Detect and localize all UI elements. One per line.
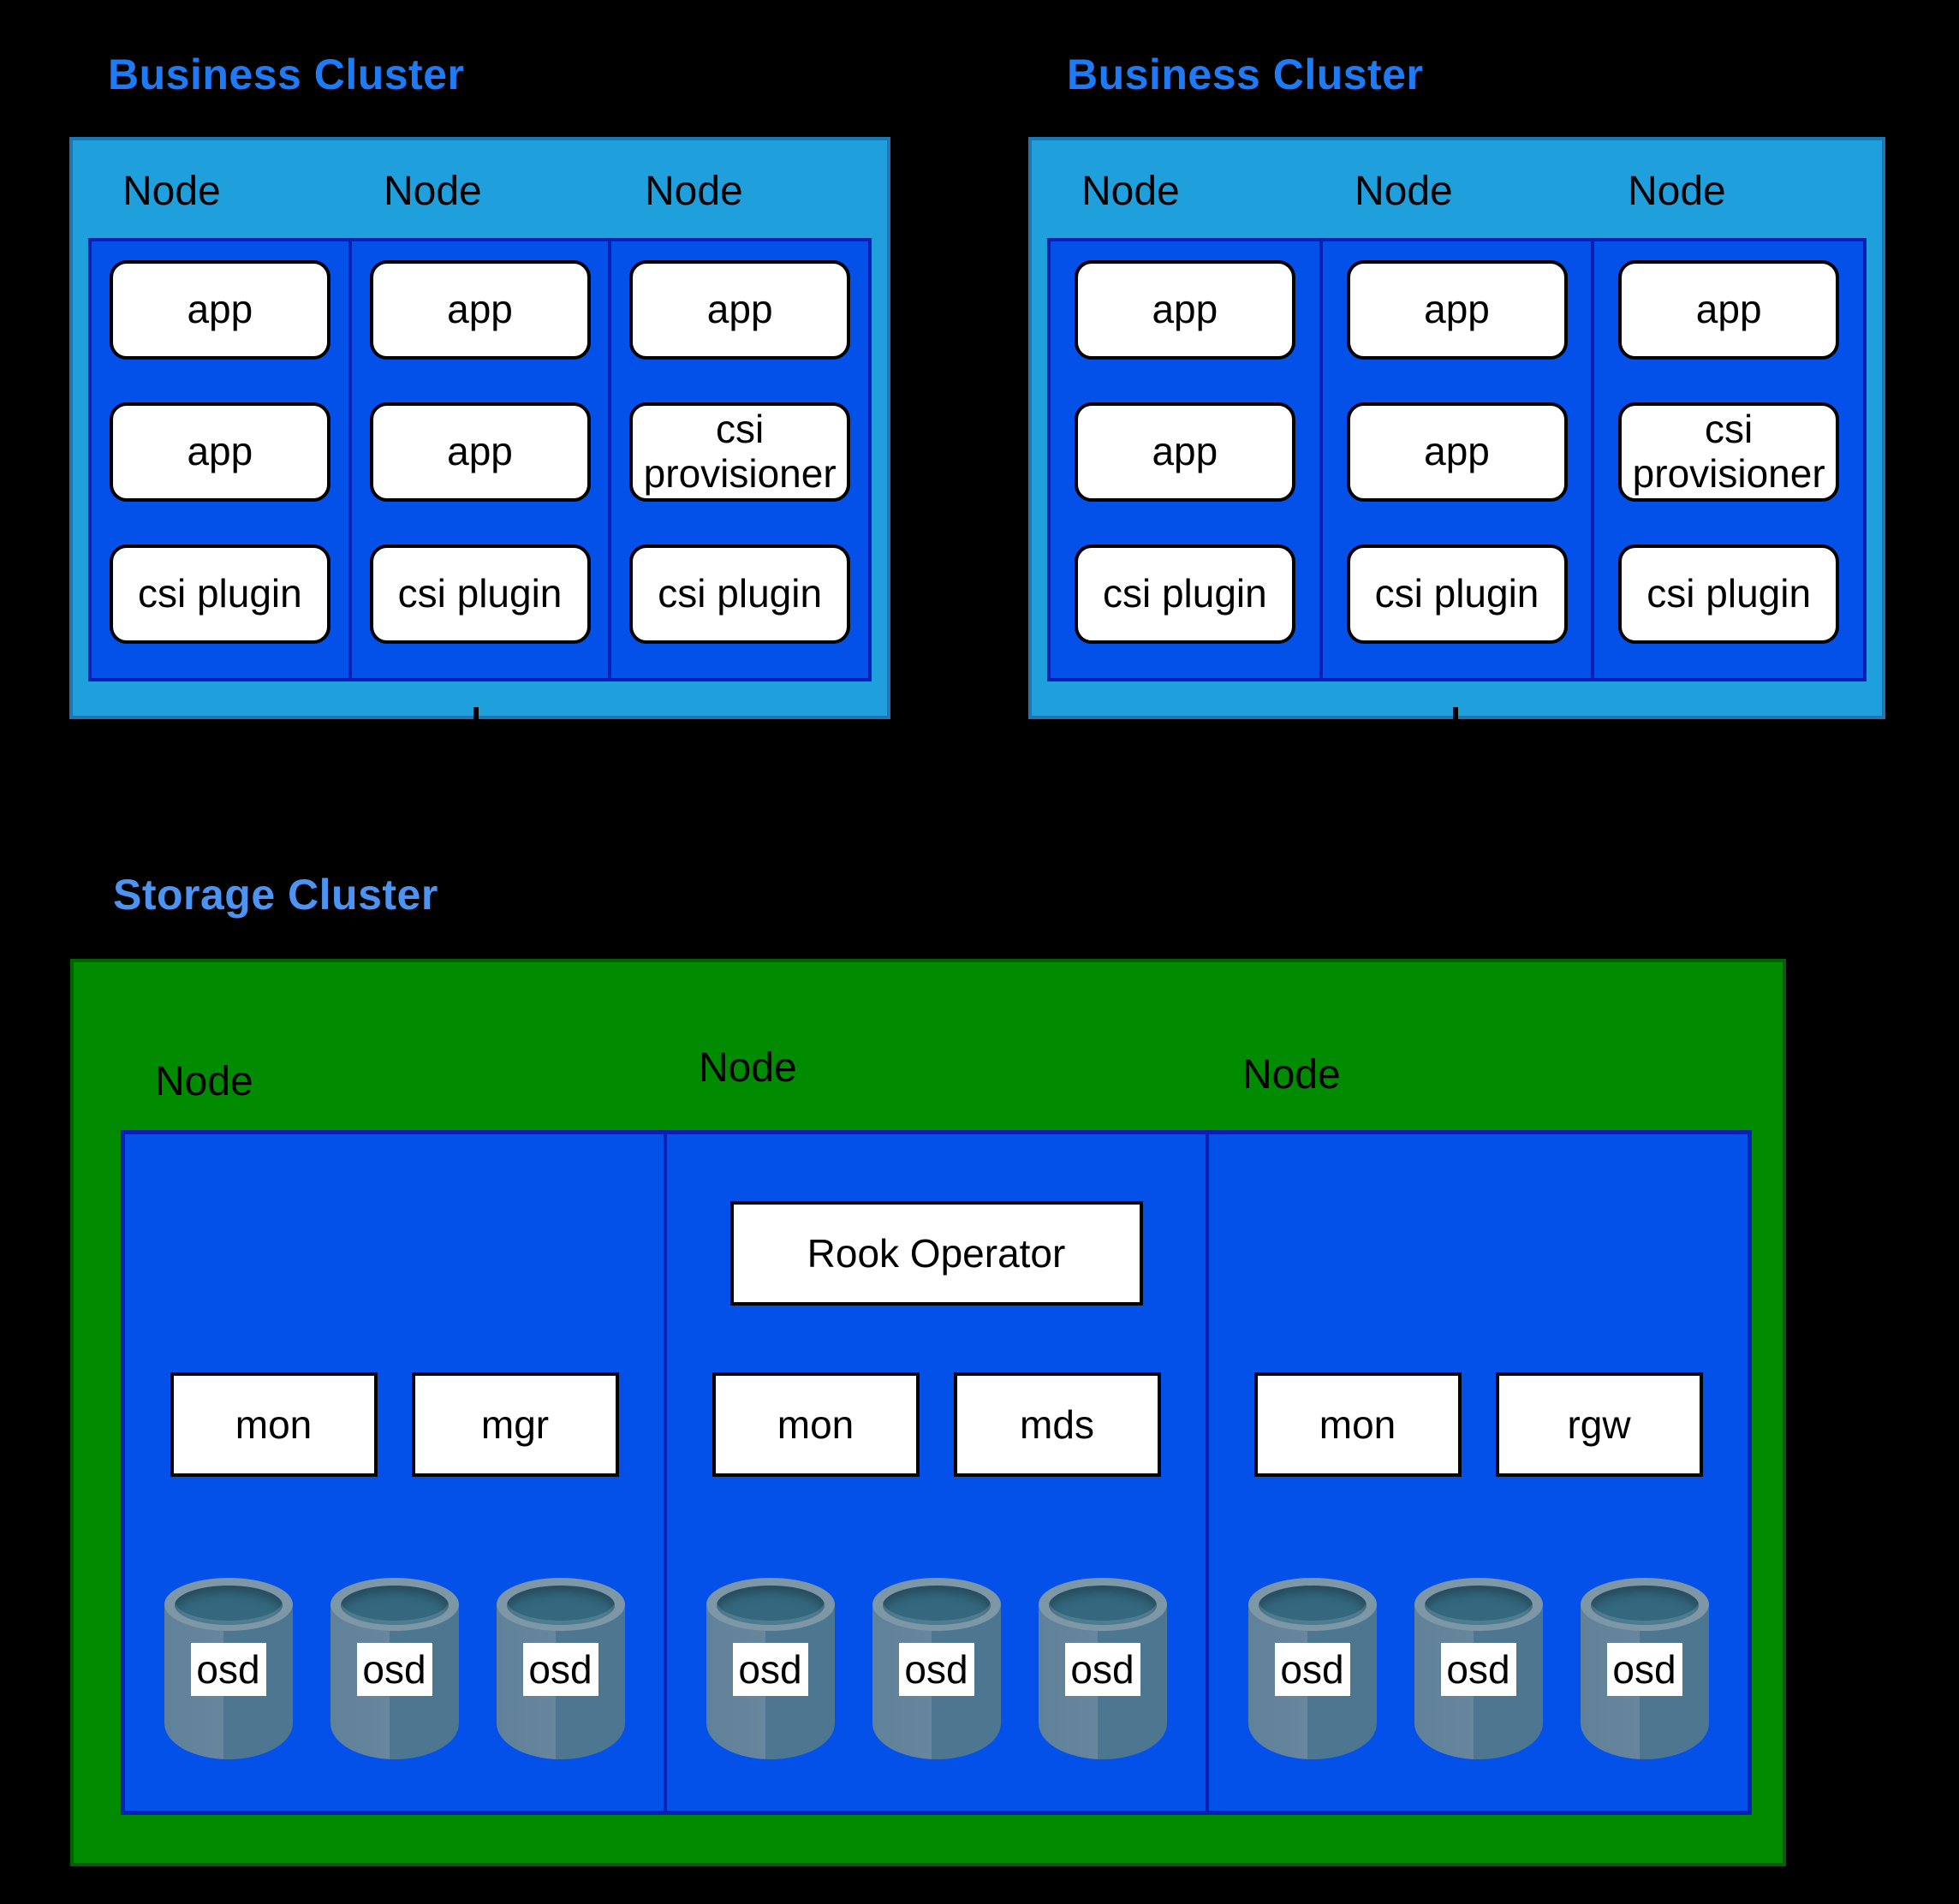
osd-cylinder-icon: osd <box>496 1578 625 1759</box>
osd-label: osd <box>898 1643 974 1696</box>
osd-cylinder-icon: osd <box>1414 1578 1543 1759</box>
node-label: Node <box>155 1059 253 1104</box>
business-cluster-2-node-headers: Node Node Node <box>1047 168 1867 235</box>
pod-app: app <box>629 260 851 360</box>
osd-label: osd <box>1440 1643 1516 1696</box>
business-cluster-2: Node Node Node app app csi plugin app ap… <box>1028 137 1885 719</box>
osd-row: osd osd osd <box>1209 1578 1748 1759</box>
node-label: Node <box>699 1045 797 1091</box>
node-label: Node <box>1628 169 1726 214</box>
storage-cluster-panel: mon mgr osd osd <box>121 1130 1752 1815</box>
storage-cluster-node-headers: Node Node Node <box>121 1044 1752 1113</box>
service-row: mon mds <box>667 1372 1206 1477</box>
osd-cylinder-icon: osd <box>164 1578 293 1759</box>
pod-app: app <box>1074 402 1295 502</box>
osd-label: osd <box>1606 1643 1682 1696</box>
osd-label: osd <box>732 1643 808 1696</box>
node-column: app app csi plugin <box>1051 241 1319 678</box>
service-mon: mon <box>712 1372 920 1477</box>
business-cluster-2-title: Business Cluster <box>1067 51 1424 98</box>
node-column: app app csi plugin <box>348 241 609 678</box>
business-cluster-1-title: Business Cluster <box>108 51 465 98</box>
service-mds: mds <box>953 1372 1161 1477</box>
service-mon: mon <box>170 1372 378 1477</box>
node-column: app app csi plugin <box>1319 241 1592 678</box>
business-cluster-1-node-headers: Node Node Node <box>88 168 872 235</box>
osd-label: osd <box>190 1643 266 1696</box>
cylinder-opening <box>1258 1586 1367 1625</box>
osd-label: osd <box>1064 1643 1140 1696</box>
business-cluster-2-panel: app app csi plugin app app csi plugin ap… <box>1047 238 1867 681</box>
pod-csi-plugin: csi plugin <box>629 544 851 644</box>
osd-row: osd osd osd <box>667 1578 1206 1759</box>
cylinder-opening <box>1590 1586 1699 1625</box>
node-column: app csi provisioner csi plugin <box>1591 241 1863 678</box>
osd-cylinder-icon: osd <box>1247 1578 1377 1759</box>
cylinder-opening <box>506 1586 615 1625</box>
osd-label: osd <box>1274 1643 1350 1696</box>
node-label: Node <box>384 169 482 214</box>
service-mgr: mgr <box>411 1372 619 1477</box>
cylinder-opening <box>882 1586 991 1625</box>
osd-cylinder-icon: osd <box>706 1578 835 1759</box>
storage-node-column: mon rgw osd osd <box>1206 1134 1748 1811</box>
pod-csi-provisioner: csi provisioner <box>1618 402 1840 502</box>
storage-node-column: mon mgr osd osd <box>125 1134 664 1811</box>
node-label: Node <box>1081 169 1180 214</box>
rook-operator-box: Rook Operator <box>729 1201 1143 1306</box>
node-label: Node <box>1242 1052 1341 1098</box>
cylinder-opening <box>1048 1586 1157 1625</box>
pod-app: app <box>109 402 330 502</box>
cylinder-opening <box>716 1586 825 1625</box>
pod-csi-provisioner: csi provisioner <box>629 402 851 502</box>
service-row: mon mgr <box>125 1372 664 1477</box>
pod-app: app <box>1346 260 1568 360</box>
pod-app: app <box>1346 402 1568 502</box>
node-label: Node <box>122 169 221 214</box>
cylinder-opening <box>1424 1586 1533 1625</box>
pod-app: app <box>369 402 591 502</box>
osd-cylinder-icon: osd <box>872 1578 1001 1759</box>
osd-label: osd <box>356 1643 432 1696</box>
pod-csi-plugin: csi plugin <box>1074 544 1295 644</box>
osd-row: osd osd osd <box>125 1578 664 1759</box>
osd-cylinder-icon: osd <box>1580 1578 1709 1759</box>
service-rgw: rgw <box>1495 1372 1703 1477</box>
osd-cylinder-icon: osd <box>1038 1578 1167 1759</box>
pod-app: app <box>109 260 330 360</box>
pod-csi-plugin: csi plugin <box>1618 544 1840 644</box>
pod-csi-plugin: csi plugin <box>369 544 591 644</box>
storage-node-column: Rook Operator mon mds osd <box>664 1134 1206 1811</box>
osd-cylinder-icon: osd <box>330 1578 459 1759</box>
storage-cluster: Node Node Node mon mgr osd <box>70 959 1786 1866</box>
node-column: app csi provisioner csi plugin <box>608 241 868 678</box>
pod-app: app <box>1074 260 1295 360</box>
business-cluster-1-panel: app app csi plugin app app csi plugin ap… <box>88 238 872 681</box>
connector-tick <box>1453 707 1458 723</box>
pod-app: app <box>1618 260 1840 360</box>
node-label: Node <box>1355 169 1453 214</box>
service-mon: mon <box>1253 1372 1462 1477</box>
node-label: Node <box>645 169 743 214</box>
connector-tick <box>473 707 479 723</box>
business-cluster-1: Node Node Node app app csi plugin app ap… <box>69 137 890 719</box>
cylinder-opening <box>340 1586 449 1625</box>
node-column: app app csi plugin <box>92 241 348 678</box>
storage-cluster-title: Storage Cluster <box>113 871 438 919</box>
osd-label: osd <box>522 1643 598 1696</box>
pod-csi-plugin: csi plugin <box>1346 544 1568 644</box>
pod-csi-plugin: csi plugin <box>109 544 330 644</box>
service-row: mon rgw <box>1209 1372 1748 1477</box>
pod-app: app <box>369 260 591 360</box>
cylinder-opening <box>174 1586 283 1625</box>
